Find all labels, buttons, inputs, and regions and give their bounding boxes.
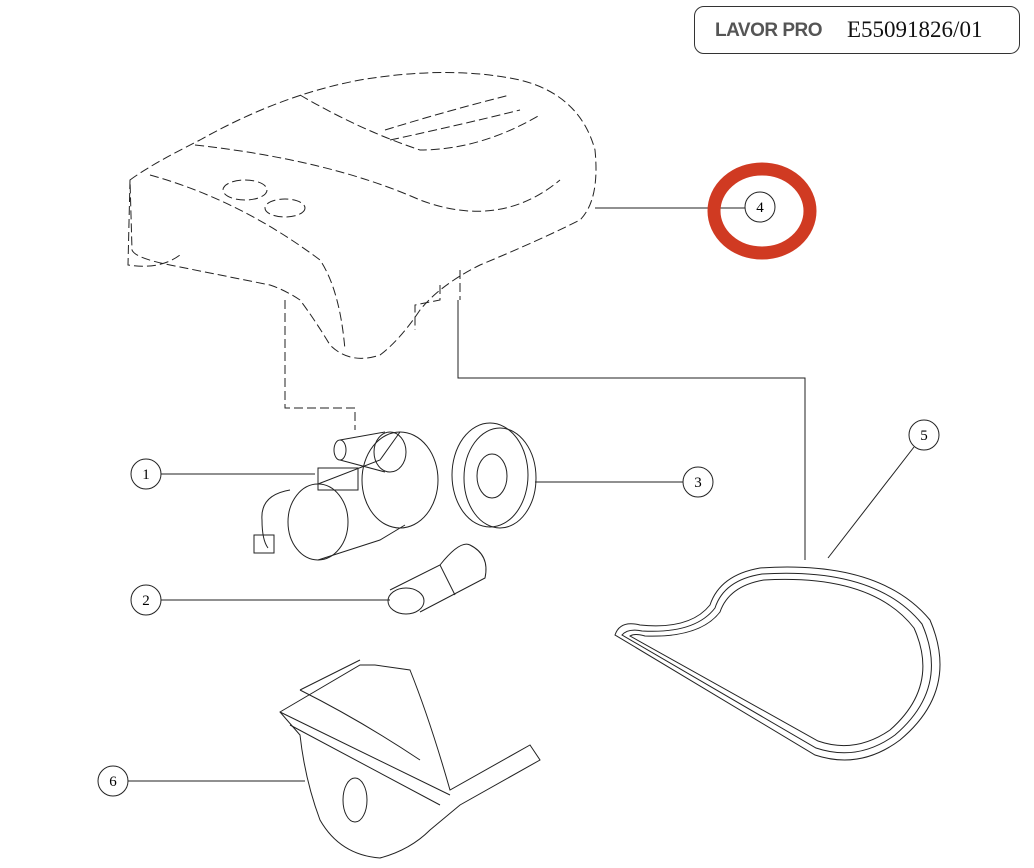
callout-4[interactable]: 4: [744, 191, 776, 223]
drawing-code: E55091826/01: [847, 17, 983, 42]
part-3-ring: [451, 422, 537, 529]
svg-text:1: 1: [142, 467, 150, 483]
svg-text:5: 5: [920, 428, 928, 444]
title-block: LAVOR PRO E55091826/01: [694, 6, 1020, 54]
part-1-motor: [253, 431, 439, 561]
callout-5[interactable]: 5: [908, 419, 940, 451]
svg-text:2: 2: [142, 593, 150, 609]
part-6-housing: [279, 659, 541, 859]
callout-3[interactable]: 3: [682, 466, 714, 498]
svg-text:6: 6: [109, 774, 117, 790]
brand-logo: LAVOR PRO: [715, 20, 823, 41]
highlight-ring: [707, 162, 817, 260]
part-4-cover: [127, 72, 597, 359]
part-5-gasket: [614, 566, 941, 761]
callout-1[interactable]: 1: [130, 458, 162, 490]
svg-text:4: 4: [756, 200, 764, 216]
part-2-hose: [387, 543, 487, 615]
callout-6[interactable]: 6: [97, 765, 129, 797]
svg-text:3: 3: [694, 475, 702, 491]
leader-lines: [127, 207, 915, 782]
callout-2[interactable]: 2: [130, 584, 162, 616]
